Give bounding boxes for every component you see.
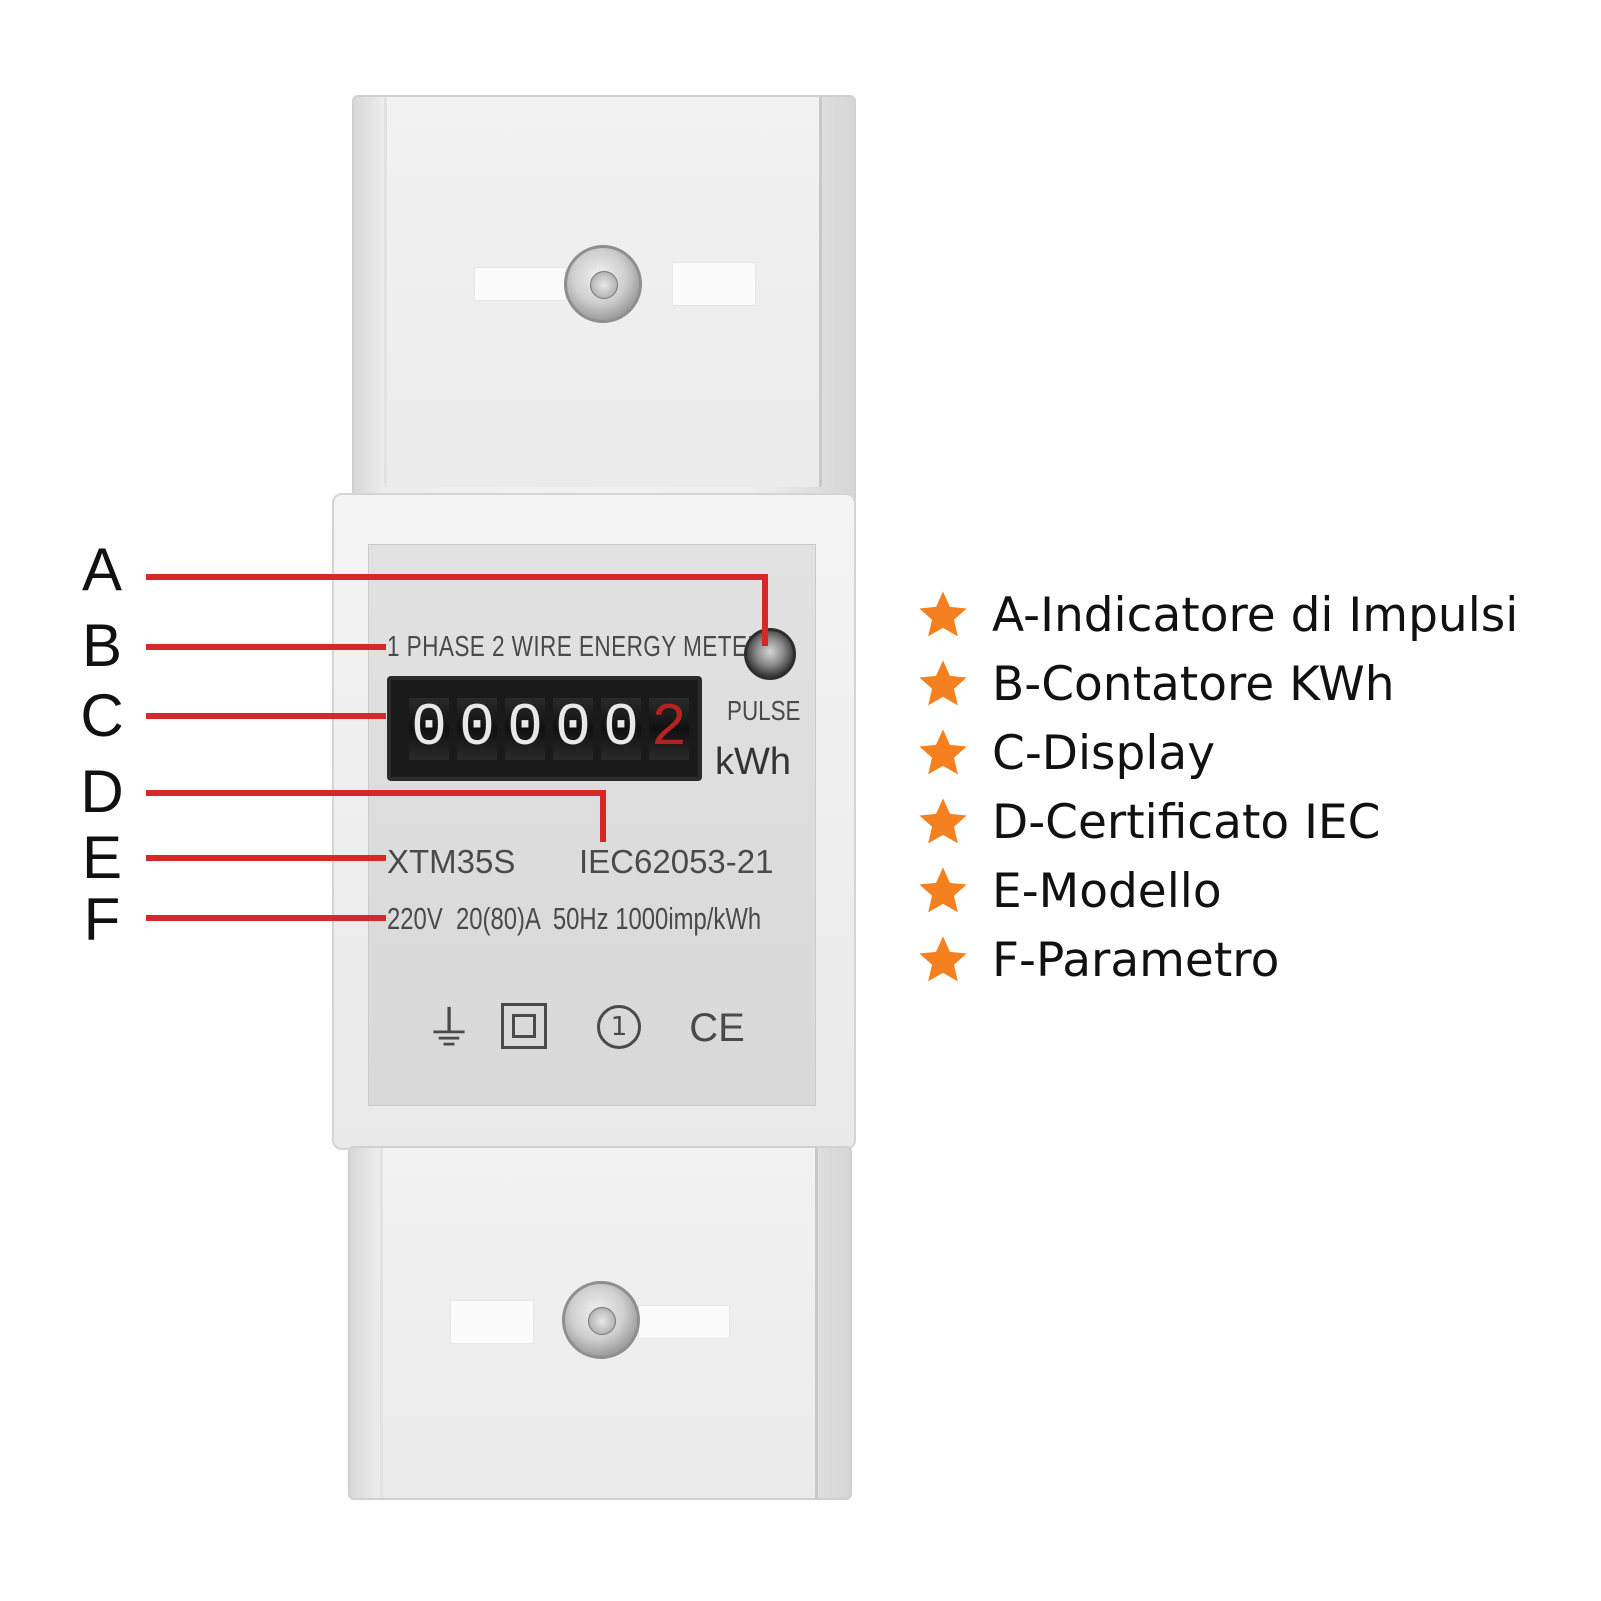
callout-line-b bbox=[146, 644, 386, 650]
class-1-icon: 1 bbox=[597, 1005, 641, 1049]
bottom-terminal-screw bbox=[562, 1281, 640, 1359]
star-icon bbox=[919, 660, 967, 706]
callout-line-d-drop bbox=[600, 790, 606, 842]
legend-item: F-Parametro bbox=[916, 930, 1556, 990]
standard-label: IEC62053-21 bbox=[579, 843, 774, 880]
ce-mark-icon: CE bbox=[689, 1006, 745, 1050]
callout-letter-c: C bbox=[80, 682, 124, 749]
star-icon bbox=[919, 936, 967, 982]
star-icon bbox=[919, 867, 967, 913]
bottom-right-slot bbox=[638, 1305, 730, 1339]
star-icon bbox=[919, 591, 967, 637]
star-icon bbox=[919, 798, 967, 844]
legend-item: C-Display bbox=[916, 723, 1556, 783]
top-left-slot bbox=[474, 267, 566, 301]
parameters-label: 220V 20(80)A 50Hz 1000imp/kWh bbox=[387, 901, 762, 936]
callout-line-d bbox=[146, 790, 606, 796]
bottom-terminal-cover bbox=[348, 1146, 852, 1500]
counter-digit: 0 bbox=[457, 694, 497, 763]
top-terminal-cover bbox=[352, 95, 856, 509]
pulse-indicator-led bbox=[744, 628, 796, 680]
top-right-slot bbox=[672, 262, 756, 306]
star-icon bbox=[919, 729, 967, 775]
callout-line-a bbox=[146, 574, 768, 580]
meter-label-panel: 1 PHASE 2 WIRE ENERGY METER PULSE 0 0 0 … bbox=[368, 544, 816, 1106]
callout-letter-b: B bbox=[81, 612, 123, 679]
callout-letter-f: F bbox=[83, 886, 121, 953]
legend-label-c: C-Display bbox=[992, 725, 1216, 781]
pulse-label: PULSE bbox=[727, 695, 801, 726]
callout-line-e bbox=[146, 855, 386, 861]
callout-line-c bbox=[146, 713, 386, 719]
callout-letter-a: A bbox=[81, 536, 123, 603]
double-insulation-icon bbox=[501, 1003, 547, 1049]
callout-letter-e: E bbox=[81, 824, 123, 891]
legend: A-Indicatore di Impulsi B-Contatore KWh … bbox=[916, 585, 1556, 990]
callout-letter-d: D bbox=[80, 758, 124, 825]
legend-label-f: F-Parametro bbox=[992, 932, 1280, 988]
legend-item: E-Modello bbox=[916, 861, 1556, 921]
legend-item: B-Contatore KWh bbox=[916, 654, 1556, 714]
model-label: XTM35S bbox=[387, 843, 516, 880]
counter-digit: 0 bbox=[601, 694, 641, 763]
callout-line-f bbox=[146, 915, 386, 921]
kwh-counter-display: 0 0 0 0 0 2 bbox=[387, 676, 702, 781]
counter-decimal-digit: 2 bbox=[649, 694, 689, 763]
ground-symbol-icon: ⏚ bbox=[425, 1001, 474, 1057]
double-insulation-inner-square bbox=[512, 1014, 536, 1038]
legend-label-d: D-Certificato IEC bbox=[992, 794, 1381, 850]
meter-title: 1 PHASE 2 WIRE ENERGY METER bbox=[387, 631, 765, 663]
unit-label: kWh bbox=[715, 741, 791, 783]
counter-digit: 0 bbox=[409, 694, 449, 763]
bottom-left-slot bbox=[450, 1300, 534, 1344]
top-terminal-screw bbox=[564, 245, 642, 323]
legend-label-e: E-Modello bbox=[992, 863, 1222, 919]
callout-line-a-drop bbox=[762, 574, 768, 646]
legend-item: A-Indicatore di Impulsi bbox=[916, 585, 1556, 645]
counter-digit: 0 bbox=[553, 694, 593, 763]
legend-label-b: B-Contatore KWh bbox=[992, 656, 1395, 712]
legend-label-a: A-Indicatore di Impulsi bbox=[992, 587, 1519, 643]
counter-digit: 0 bbox=[505, 694, 545, 763]
legend-item: D-Certificato IEC bbox=[916, 792, 1556, 852]
